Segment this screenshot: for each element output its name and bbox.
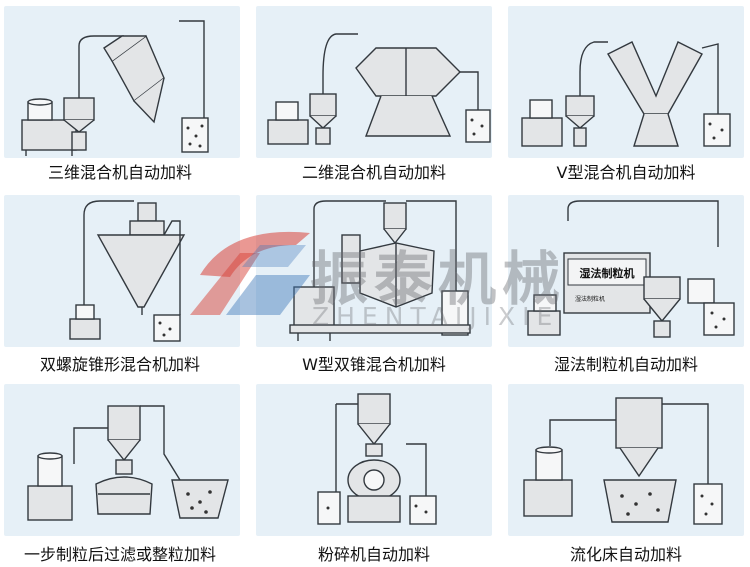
caption-v-mixer: V型混合机自动加料	[556, 163, 696, 182]
diagram-double-screw-cone-mixer	[4, 195, 240, 347]
caption-double-screw-cone-mixer: 双螺旋锥形混合机加料	[39, 355, 200, 374]
granulator-sublabel: 湿法制粒机	[575, 295, 605, 303]
watermark-subtitle: ZHENTAIJIXIE	[312, 302, 560, 331]
watermark-title: 振泰机械	[310, 245, 567, 313]
diagram-v-mixer	[508, 6, 744, 158]
caption-2d-mixer: 二维混合机自动加料	[301, 163, 446, 182]
diagram-fluid-bed	[508, 384, 744, 536]
diagram-2d-mixer	[256, 6, 492, 158]
diagram-wet-granulator: 湿法制粒机 湿法制粒机	[508, 195, 744, 347]
caption-wet-granulator: 湿法制粒机自动加料	[553, 355, 698, 374]
diagram-one-step-granulation-filter	[4, 384, 240, 536]
diagram-w-double-cone-mixer	[256, 195, 492, 347]
diagram-crusher	[256, 384, 492, 536]
caption-fluid-bed: 流化床自动加料	[569, 545, 682, 564]
caption-one-step-granulation-filter: 一步制粒后过滤或整粒加料	[23, 545, 216, 564]
caption-w-double-cone-mixer: W型双锥混合机加料	[302, 355, 446, 374]
diagram-3d-mixer	[4, 6, 240, 158]
caption-crusher: 粉碎机自动加料	[317, 545, 430, 564]
granulator-label: 湿法制粒机	[580, 266, 635, 280]
caption-3d-mixer: 三维混合机自动加料	[47, 163, 192, 182]
